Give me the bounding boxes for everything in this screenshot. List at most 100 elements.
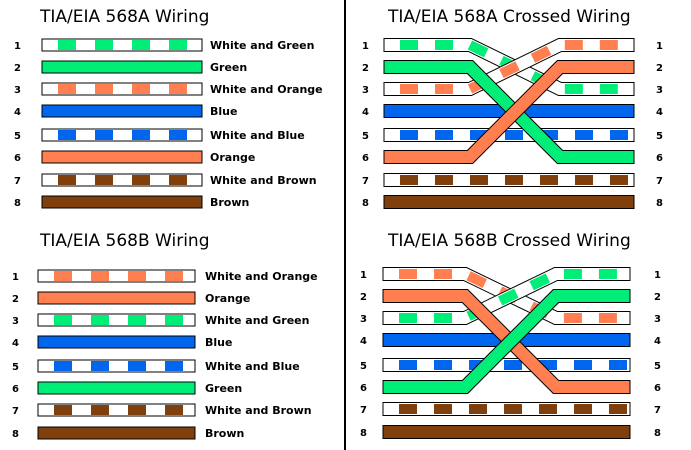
wire-insulation	[37, 269, 196, 283]
wire-stripe	[128, 361, 146, 371]
wire-stripe	[169, 175, 187, 185]
pin-number-left: 4	[360, 336, 367, 347]
wire-stripe	[128, 405, 146, 415]
wire-stripe	[169, 40, 187, 50]
pin-number: 7	[14, 176, 21, 187]
pin-number-left: 2	[362, 63, 369, 74]
wire-insulation	[383, 290, 630, 393]
wire-stripe	[169, 84, 187, 94]
pin-number-left: 8	[360, 428, 367, 439]
wire-stripe	[54, 271, 72, 281]
white-brown-wire	[37, 403, 196, 417]
wire-stripe	[54, 315, 72, 325]
wire-stripe	[128, 271, 146, 281]
orange-wire	[41, 150, 203, 164]
pin-number-right: 4	[656, 107, 663, 118]
wire-label: Blue	[210, 105, 237, 118]
pin-number: 8	[12, 429, 19, 440]
pin-number-right: 7	[656, 176, 663, 187]
wire-stripe	[132, 130, 150, 140]
wire-insulation	[37, 426, 196, 440]
wire-stripe	[95, 130, 113, 140]
pin-number: 7	[12, 406, 19, 417]
pin-number-left: 7	[360, 405, 367, 416]
pin-number: 4	[12, 338, 19, 349]
wire-stripe	[165, 271, 183, 281]
white-blue-wire	[41, 128, 203, 142]
pin-number: 6	[14, 153, 21, 164]
wire-insulation	[37, 313, 196, 327]
pin-number: 2	[14, 63, 21, 74]
pin-number: 8	[14, 198, 21, 209]
wire-stripe	[165, 361, 183, 371]
wire-stripe	[58, 84, 76, 94]
wire-label: White and Brown	[205, 404, 312, 417]
wire-stripe	[169, 130, 187, 140]
pin-number-right: 8	[654, 428, 661, 439]
white-brown-wire	[41, 173, 203, 187]
crossed-wire-list	[383, 38, 635, 209]
wire-stripe	[54, 405, 72, 415]
pin-number: 2	[12, 294, 19, 305]
wire-label: White and Green	[205, 314, 309, 327]
panel-title: TIA/EIA 568A Wiring	[39, 7, 209, 27]
brown-wire	[41, 195, 203, 209]
wire-stripe	[128, 315, 146, 325]
crossed-wire	[383, 267, 630, 325]
pin-number: 3	[12, 316, 19, 327]
wire-label: Green	[210, 61, 247, 74]
pin-number: 1	[12, 272, 19, 283]
white-orange-wire	[41, 82, 203, 96]
wire-insulation	[384, 61, 634, 163]
wire-stripe	[132, 175, 150, 185]
wire-label: White and Orange	[205, 270, 318, 283]
pin-number-left: 3	[362, 85, 369, 96]
wire-insulation	[41, 173, 203, 187]
pin-number-left: 3	[360, 314, 367, 325]
pin-number-right: 6	[656, 153, 663, 164]
pin-number: 1	[14, 41, 21, 52]
pin-number-right: 6	[654, 383, 661, 394]
wire-stripe	[132, 40, 150, 50]
wire-stripe	[58, 130, 76, 140]
pin-number-right: 3	[654, 314, 661, 325]
wire-label: Orange	[205, 292, 250, 305]
panel-title: TIA/EIA 568B Crossed Wiring	[387, 231, 631, 251]
wire-label: White and Brown	[210, 174, 317, 187]
blue-wire	[41, 104, 203, 118]
wire-stripe	[95, 84, 113, 94]
panel-title: TIA/EIA 568A Crossed Wiring	[387, 7, 631, 27]
wire-label: Orange	[210, 151, 255, 164]
wire-stripe	[91, 315, 109, 325]
wire-label: White and Blue	[205, 360, 300, 373]
pin-number-left: 2	[360, 292, 367, 303]
pin-number-left: 6	[360, 383, 367, 394]
pin-number-right: 3	[656, 85, 663, 96]
wire-stripe	[165, 315, 183, 325]
pin-number-left: 1	[362, 41, 369, 52]
wire-insulation	[41, 82, 203, 96]
wire-list	[41, 38, 203, 209]
wire-insulation	[41, 150, 203, 164]
pin-number-right: 5	[656, 131, 663, 142]
pin-number-left: 1	[360, 270, 367, 281]
wire-insulation	[41, 38, 203, 52]
crossed-wire	[383, 289, 630, 394]
pin-number-left: 8	[362, 198, 369, 209]
pin-number-left: 7	[362, 176, 369, 187]
wire-list	[37, 269, 196, 440]
wire-stripe	[58, 175, 76, 185]
wire-insulation	[37, 359, 196, 373]
pin-number-left: 6	[362, 153, 369, 164]
crossed-wire	[384, 38, 634, 96]
pin-number-right: 5	[654, 361, 661, 372]
green-wire	[37, 381, 196, 395]
wire-label: White and Blue	[210, 129, 305, 142]
wire-insulation	[37, 381, 196, 395]
wire-insulation	[41, 60, 203, 74]
